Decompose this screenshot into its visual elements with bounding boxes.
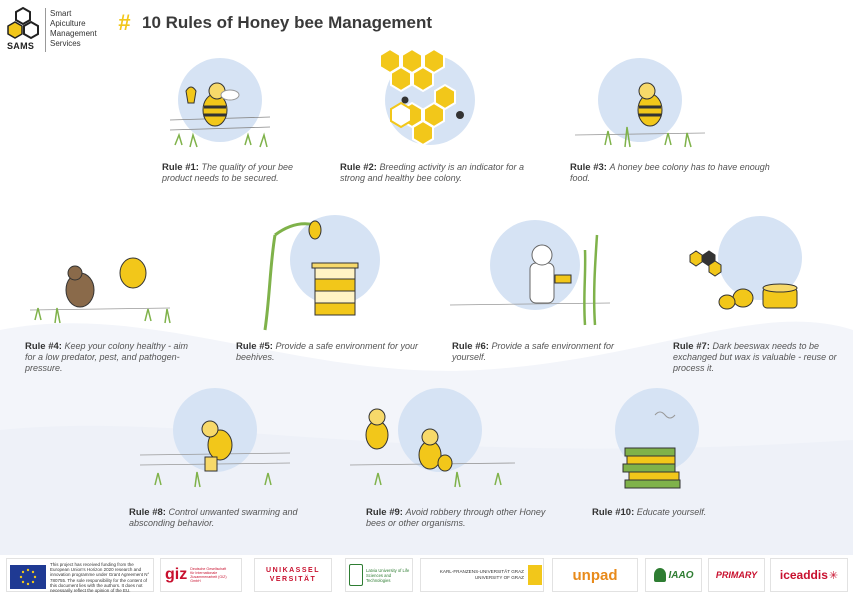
rule-9-illustration: [349, 388, 516, 488]
logo-divider: [45, 8, 46, 52]
partner-iaao[interactable]: IAAO: [645, 558, 702, 592]
title-hash-icon: #: [118, 10, 131, 35]
hexagon-logo-icon: [7, 6, 39, 40]
rule-4-illustration: [29, 257, 171, 324]
rule-8-illustration: [139, 388, 291, 488]
partner-iceaddis[interactable]: iceaddis ✳: [770, 558, 848, 592]
rule-5-illustration: [263, 215, 380, 331]
partner-unpad[interactable]: unpad: [552, 558, 638, 592]
rule-1-illustration: [169, 58, 271, 148]
logo-name: Smart Apiculture Management Services: [50, 9, 97, 48]
sams-logo[interactable]: SAMS Smart Apiculture Management Service…: [6, 6, 116, 54]
rule-9-text: Rule #9: Avoid robbery through other Hon…: [366, 507, 546, 528]
rule-4-text: Rule #4: Keep your colony healthy - aim …: [25, 341, 189, 373]
rule-7-beeswax-illustration: [689, 216, 802, 310]
partner-uni-graz[interactable]: KARL-FRANZENS-UNIVERSITÄT GRAZ UNIVERSIT…: [420, 558, 544, 592]
rule-10-books-illustration: [615, 388, 699, 489]
rule-2-text: Rule #2: Breeding activity is an indicat…: [340, 162, 525, 183]
rule-3-illustration: [574, 58, 706, 148]
rule-6-text: Rule #6: Provide a safe environment for …: [452, 341, 615, 362]
partner-footer: This project has received funding from t…: [0, 556, 853, 596]
partner-latvia-university[interactable]: Latvia University of Life Sciences and T…: [345, 558, 413, 592]
rule-10-text: Rule #10: Educate yourself.: [592, 507, 707, 518]
rule-5-text: Rule #5: Provide a safe environment for …: [236, 341, 419, 362]
partner-giz[interactable]: giz Deutsche Gesellschaft für Internatio…: [160, 558, 242, 592]
page-title: 10 Rules of Honey bee Management: [142, 13, 433, 32]
partner-uni-kassel[interactable]: UNIKASSEL VERSITÄT: [254, 558, 332, 592]
sparkle-icon: ✳: [828, 569, 839, 582]
eu-funding-text: This project has received funding from t…: [50, 562, 150, 594]
rule-2-honeycomb-illustration: [379, 47, 475, 147]
latvia-university-emblem-icon: [349, 564, 363, 586]
uni-graz-emblem-icon: [528, 565, 542, 585]
rule-6-illustration: [449, 220, 611, 326]
rule-1-text: Rule #1: The quality of your bee product…: [162, 162, 294, 183]
partner-primary[interactable]: PRIMARY: [708, 558, 765, 592]
tree-icon: [653, 568, 666, 582]
rule-7-text: Rule #7: Dark beeswax needs to be exchan…: [673, 341, 837, 373]
logo-abbreviation: SAMS: [7, 41, 35, 51]
eu-flag-icon: [10, 565, 46, 589]
rule-8-text: Rule #8: Control unwanted swarming and a…: [129, 507, 298, 528]
eu-funding-notice[interactable]: This project has received funding from t…: [6, 558, 154, 594]
rule-3-text: Rule #3: A honey bee colony has to have …: [570, 162, 770, 183]
